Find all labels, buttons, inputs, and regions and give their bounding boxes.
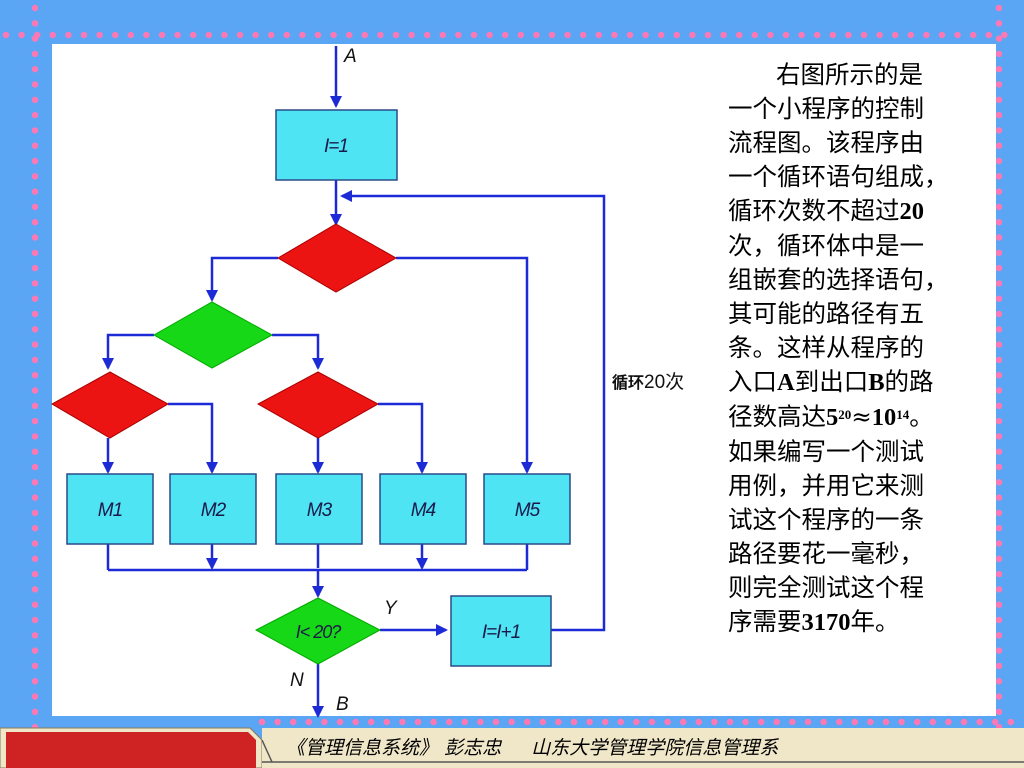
no-label: N — [290, 670, 304, 691]
footer-course: 《管理信息系统》 — [286, 737, 439, 759]
description-text: 右图所示的是 一个小程序的控制 流程图。该程序由 一个循环语句组成， 循环次数不… — [728, 60, 949, 636]
exit-label: B — [336, 694, 349, 715]
module-label: M2 — [201, 500, 227, 521]
right-decision-diamond — [256, 371, 380, 439]
green-decision-diamond — [152, 301, 274, 369]
footer-author: 彭志忠 — [444, 737, 502, 759]
module-label: M1 — [98, 500, 122, 521]
module-box-m5 — [483, 473, 571, 545]
module-box-m1 — [66, 473, 154, 545]
module-box-m3 — [275, 473, 363, 545]
footer-bar — [0, 727, 1024, 768]
module-label: M4 — [411, 500, 436, 521]
init-box — [275, 109, 398, 181]
footer-caption: 《管理信息系统》 彭志忠 山东大学管理学院信息管理系 — [286, 733, 778, 760]
increment-box-label: I=I+1 — [482, 622, 520, 643]
module-label: M3 — [307, 500, 333, 521]
module-box-m4 — [379, 473, 467, 545]
init-box-label: I=1 — [324, 136, 348, 157]
loop-back-line — [340, 190, 606, 632]
entry-label: A — [343, 46, 357, 67]
footer-school: 山东大学管理学院信息管理系 — [531, 737, 779, 759]
module-label: M5 — [515, 500, 541, 521]
loop-count-label: 循环20次 — [612, 371, 684, 393]
text-panel — [710, 44, 996, 716]
dotted-border — [2, 4, 1014, 761]
condition-label: I< 20? — [296, 622, 342, 642]
top-decision-diamond — [277, 223, 398, 293]
loop-condition-diamond — [254, 597, 382, 665]
left-decision-diamond — [50, 371, 170, 439]
yes-label: Y — [384, 598, 398, 619]
increment-box — [450, 595, 552, 667]
module-box-m2 — [169, 473, 257, 545]
